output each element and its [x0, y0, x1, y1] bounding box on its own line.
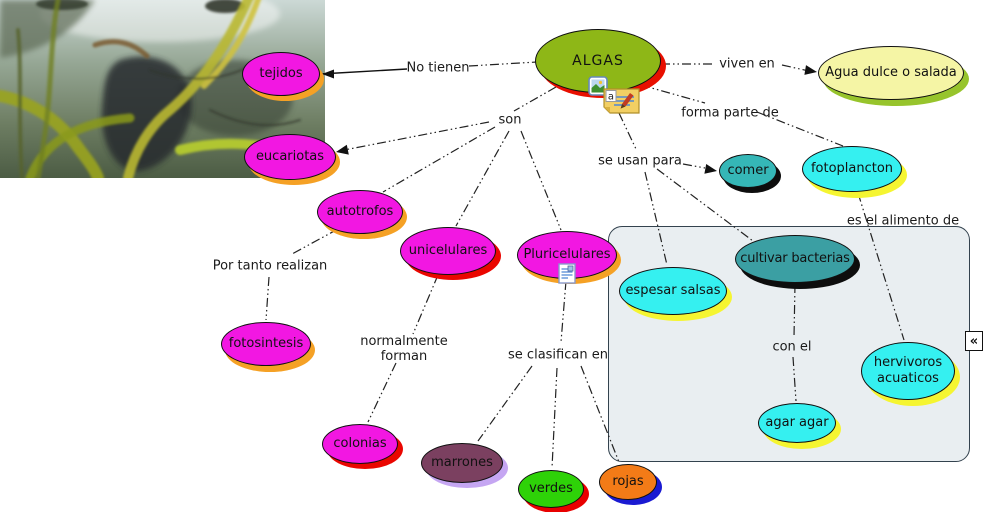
node-unicelulares[interactable]: unicelulares	[400, 227, 496, 275]
annotation-note-icon[interactable]: a	[600, 88, 640, 114]
node-agua-dulce-o-salada[interactable]: Agua dulce o salada	[818, 46, 964, 100]
collapse-chevrons-icon: «	[969, 333, 979, 349]
photo-dark-corner	[0, 0, 95, 58]
document-resource-icon[interactable]	[558, 263, 576, 284]
node-autotrofos-label: autotrofos	[326, 204, 394, 220]
edge-son-pluricelulares	[520, 130, 562, 231]
node-agua-label: Agua dulce o salada	[825, 65, 957, 81]
node-fotosintesis-label: fotosintesis	[228, 336, 304, 352]
panel-collapse-button[interactable]: «	[965, 331, 983, 351]
photo-floating-mat	[36, 0, 88, 10]
node-algas-label: ALGAS	[572, 52, 624, 69]
node-tejidos-label: tejidos	[259, 66, 303, 82]
node-verdes-label: verdes	[529, 481, 573, 497]
edge-no-tienen-solid	[319, 68, 408, 75]
edge-label-normalmente-forman: normalmente forman	[360, 334, 448, 364]
edge-son-unicelulares	[455, 130, 510, 227]
node-colonias[interactable]: colonias	[322, 424, 398, 464]
edge-solid-segments	[319, 68, 408, 75]
edge-algas-no-tienen	[468, 61, 538, 67]
arrow-to-eucariotas	[336, 144, 349, 155]
edge-son-autotrofos	[382, 126, 496, 193]
photo-diver-silhouette	[101, 56, 192, 172]
edge-son-eucariotas	[338, 121, 490, 152]
node-unicelulares-label: unicelulares	[408, 243, 488, 259]
edge-label-se-clasifican-en: se clasifican en	[508, 347, 608, 363]
node-rojas[interactable]: rojas	[599, 464, 657, 500]
edge-se-usan-comer	[682, 163, 706, 169]
node-eucariotas[interactable]: eucariotas	[244, 134, 336, 180]
node-comer-label: comer	[727, 163, 769, 179]
edge-label-se-usan-para: se usan para	[598, 153, 682, 169]
node-agar-label: agar agar	[765, 415, 829, 431]
edge-label-forma-parte-de: forma parte de	[681, 105, 779, 121]
node-marrones-label: marrones	[431, 455, 493, 471]
node-espesar-salsas[interactable]: espesar salsas	[619, 267, 727, 315]
node-rojas-label: rojas	[612, 474, 644, 490]
edge-label-por-tanto-realizan: Por tanto realizan	[212, 258, 328, 274]
node-cultivar-bacterias[interactable]: cultivar bacterias	[735, 235, 855, 283]
node-pluricelulares-label: Pluricelulares	[523, 247, 611, 263]
node-eucariotas-label: eucariotas	[255, 149, 325, 165]
node-comer[interactable]: comer	[719, 154, 777, 188]
node-fotosintesis[interactable]: fotosintesis	[221, 322, 311, 366]
image-resource-icon[interactable]	[588, 76, 608, 96]
note-letter: a	[608, 92, 614, 103]
node-fotoplancton[interactable]: fotoplancton	[802, 146, 902, 192]
node-agar-agar[interactable]: agar agar	[758, 403, 836, 443]
node-espesar-label: espesar salsas	[625, 283, 721, 299]
arrow-to-agua	[804, 65, 817, 75]
node-cultivar-label: cultivar bacterias	[740, 251, 850, 267]
edge-label-con-el: con el	[772, 339, 812, 355]
edge-autotrofos-fotosintesis	[265, 228, 339, 321]
node-autotrofos[interactable]: autotrofos	[317, 190, 403, 234]
node-fotoplancton-label: fotoplancton	[810, 161, 894, 177]
edge-pluricelulares-clasifican	[560, 280, 567, 343]
photo-seaweed-strands	[0, 0, 325, 178]
node-marrones[interactable]: marrones	[421, 443, 503, 483]
edge-algas-son	[513, 86, 557, 112]
arrow-to-comer	[704, 164, 717, 174]
node-pluricelulares[interactable]: Pluricelulares	[517, 231, 617, 279]
node-hervivoros-acuaticos[interactable]: hervivoros acuaticos	[861, 342, 955, 400]
edge-label-viven-en: viven en	[719, 56, 775, 72]
node-tejidos[interactable]: tejidos	[242, 52, 320, 96]
node-colonias-label: colonias	[333, 436, 387, 452]
node-hervivoros-label: hervivoros acuaticos	[873, 355, 943, 386]
edge-label-no-tienen: No tienen	[406, 60, 470, 76]
edge-clasifican-marrones	[477, 365, 533, 442]
node-verdes[interactable]: verdes	[518, 470, 584, 508]
photo-floating-mat	[205, 0, 245, 13]
edge-clasifican-verdes	[551, 367, 558, 469]
edge-label-son: son	[498, 112, 522, 128]
